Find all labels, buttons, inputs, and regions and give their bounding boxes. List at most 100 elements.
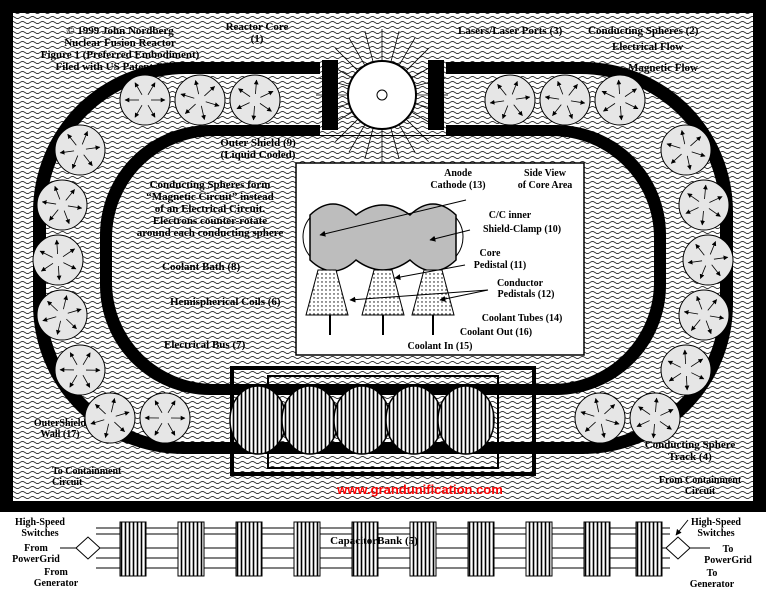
label-outer-shield: Outer Shield (9) (220, 137, 296, 149)
flow-arrow (95, 403, 106, 415)
website-url: www.grandunification.com (336, 482, 503, 497)
flow-arrow (238, 88, 251, 97)
flow-arrow (115, 411, 130, 417)
conducting-sphere (229, 74, 281, 126)
sv-conductor-2: Pedistals (12) (498, 289, 555, 300)
hs-left-1: High-Speed (15, 517, 65, 528)
flow-arrow (668, 372, 682, 382)
laser-ray (411, 111, 440, 129)
flow-arrow (260, 90, 274, 98)
laser-ray (414, 77, 446, 87)
capacitor (235, 521, 263, 577)
sv-core-1: Core (480, 248, 501, 259)
flow-arrow (708, 208, 721, 217)
flow-arrow (594, 398, 600, 413)
flow-arrow (685, 207, 699, 214)
conducting-sphere (539, 74, 591, 126)
label-coolant-bath: Coolant Bath (8) (162, 261, 241, 273)
flow-arrow (670, 153, 682, 164)
flow-arrow (601, 90, 615, 98)
sv-core-2: Pedistal (11) (474, 260, 527, 271)
laser-ray (398, 124, 416, 153)
switch-right-arrow (675, 519, 689, 536)
flow-arrow (259, 103, 272, 112)
flow-arrow (682, 349, 688, 365)
laser-ray (398, 37, 416, 66)
flow-arrow (253, 79, 259, 95)
hs-right-1: High-Speed (691, 517, 741, 528)
flow-arrow (696, 295, 703, 310)
flow-arrow (82, 352, 91, 366)
sv-clamp-2: Shield-Clamp (10) (483, 224, 561, 235)
capacitor (583, 521, 611, 577)
flow-arrow (154, 422, 163, 436)
laser-ray (335, 118, 359, 142)
sv-title-2: of Core Area (518, 180, 573, 191)
flow-arrow (49, 209, 59, 221)
flow-arrow (71, 155, 79, 170)
flow-arrow (584, 421, 596, 432)
conducting-sphere (54, 344, 106, 396)
hemispherical-coils (229, 385, 495, 455)
title-line-2: Nuclear Fusion Reactor (64, 37, 176, 49)
core-pedistal (361, 269, 405, 316)
laser-ray (324, 111, 353, 129)
flow-arrow (39, 250, 53, 258)
flow-arrow (702, 184, 708, 200)
label-outer-shield-sub: (Liquid Cooled) (221, 149, 296, 161)
label-from-containment-2: Circuit (685, 486, 716, 497)
conducting-sphere (484, 74, 536, 126)
conducting-sphere (139, 392, 191, 444)
capacitor (409, 521, 437, 577)
title-line-3: Figure 1 (Preferred Embodiment) (41, 49, 200, 61)
flow-arrow (65, 189, 75, 201)
hemispherical-coil (333, 385, 391, 455)
conducting-sphere (36, 289, 88, 341)
label-to-containment-2: Circuit (52, 477, 83, 488)
anode-cathode (309, 203, 457, 272)
flow-arrow (660, 409, 674, 416)
capacitor (293, 521, 321, 577)
flow-arrow (686, 155, 692, 171)
flow-arrow (251, 105, 257, 121)
conducting-sphere (678, 289, 730, 341)
sv-clamp-1: C/C inner (489, 210, 532, 221)
label-reactor-core: Reactor Core (226, 21, 289, 33)
flow-arrow (687, 193, 700, 202)
hemispherical-coil (281, 385, 339, 455)
title-line-1: © 1999 John Nordberg (66, 25, 174, 37)
flow-arrow (205, 101, 220, 107)
hs-right-2: Switches (697, 528, 734, 539)
leader-anode (319, 199, 467, 237)
flow-arrow (40, 262, 54, 272)
flow-arrow (81, 130, 89, 145)
conducting-sphere (36, 179, 88, 231)
conducting-spheres (32, 74, 734, 444)
sv-coolant-tubes: Coolant Tubes (14) (482, 313, 563, 324)
conducting-sphere (54, 124, 106, 176)
flow-arrow (707, 299, 718, 311)
capacitors (119, 521, 663, 577)
capacitor (351, 521, 379, 577)
flow-arrow (603, 103, 616, 112)
laser-ray (411, 61, 440, 79)
reactor-core-center (376, 89, 388, 101)
flow-arrow (62, 248, 76, 258)
leader-conductor (439, 289, 489, 302)
capacitor-bank-label: CapacitorBank (5) (330, 535, 418, 547)
switch-left (75, 536, 101, 560)
flow-arrow (54, 185, 61, 200)
conducting-sphere (594, 74, 646, 126)
conductor-pedistal-left (305, 269, 349, 316)
conducting-sphere (682, 234, 734, 286)
laser-rays (316, 29, 448, 161)
flow-arrow (653, 397, 659, 413)
flow-arrow (180, 93, 195, 99)
flow-arrow (236, 102, 250, 110)
flow-arrow (690, 136, 702, 147)
flow-arrow (147, 104, 156, 118)
conducting-sphere (32, 234, 84, 286)
label-magnetic-flow: Magnetic Flow (628, 62, 698, 74)
